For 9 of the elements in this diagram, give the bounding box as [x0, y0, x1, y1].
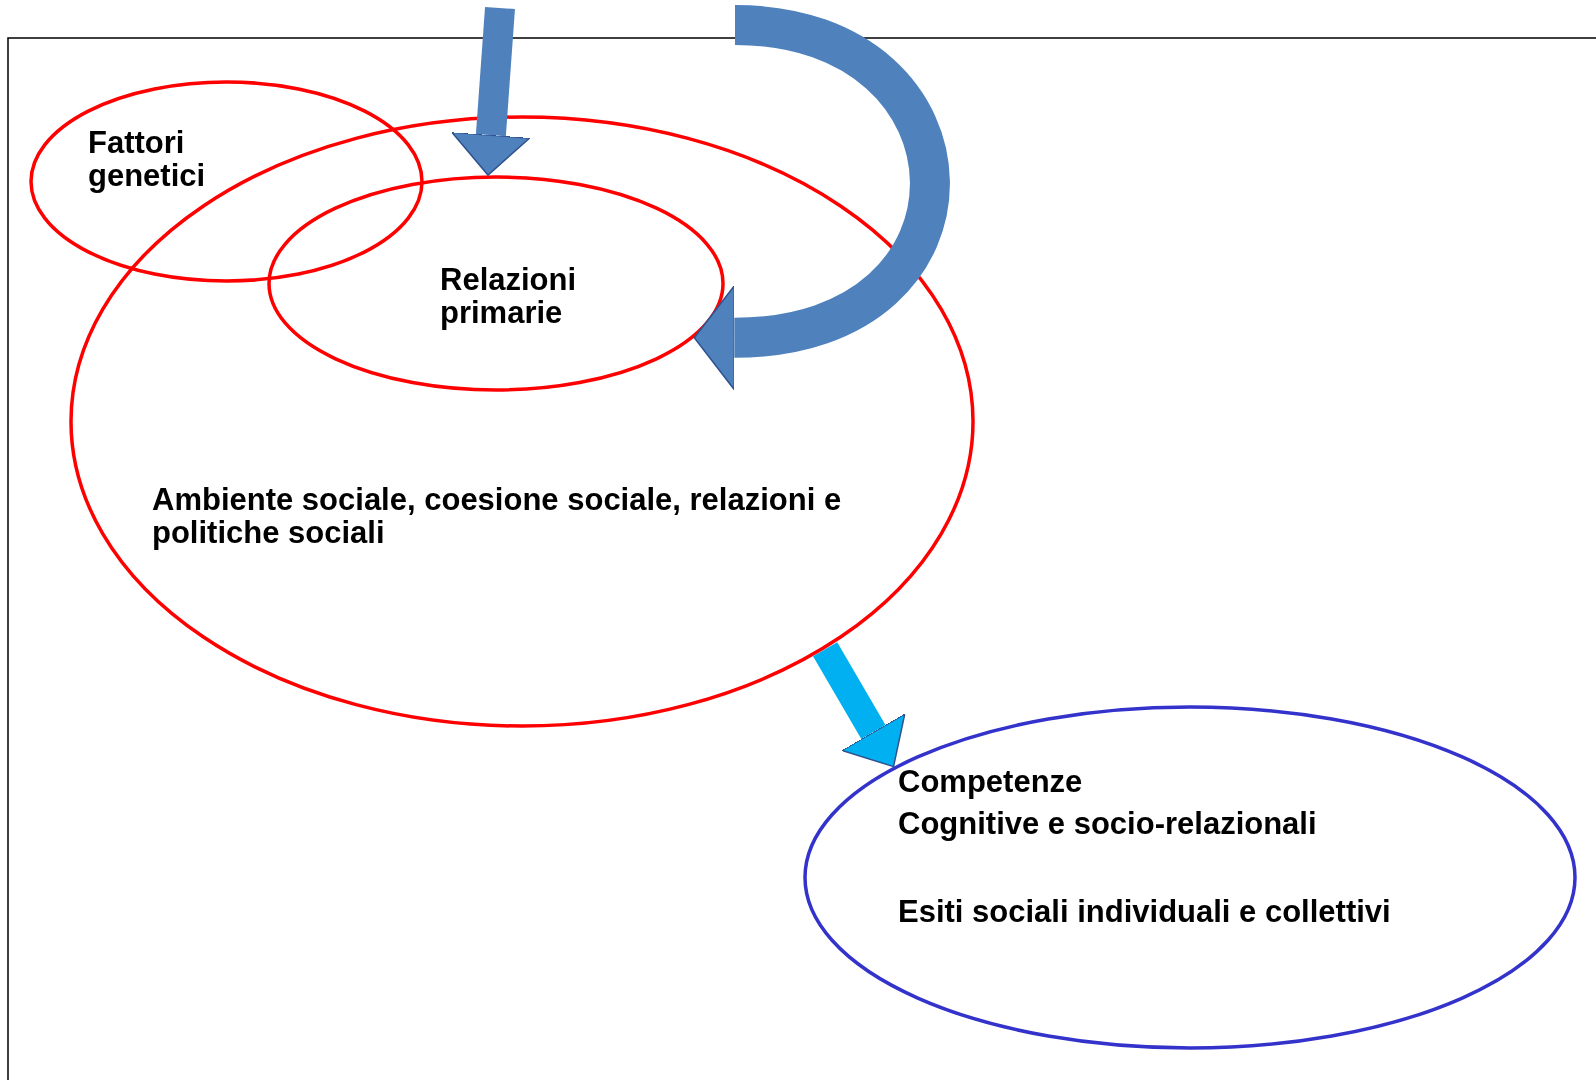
node-label: Relazioni primarie [440, 263, 578, 330]
curved-arrow [693, 5, 950, 391]
node-label: Competenze [898, 765, 1084, 799]
node-text: Cognitive e socio-relazionali [898, 807, 1318, 841]
node-label: Ambiente sociale, coesione sociale, relazioni e politiche sociali [152, 483, 843, 550]
block-arrow [451, 6, 531, 176]
block-arrow [813, 642, 906, 768]
node-text: Esiti sociali individuali e collettivi [898, 895, 1392, 929]
node-label: Fattori genetici [88, 126, 207, 193]
